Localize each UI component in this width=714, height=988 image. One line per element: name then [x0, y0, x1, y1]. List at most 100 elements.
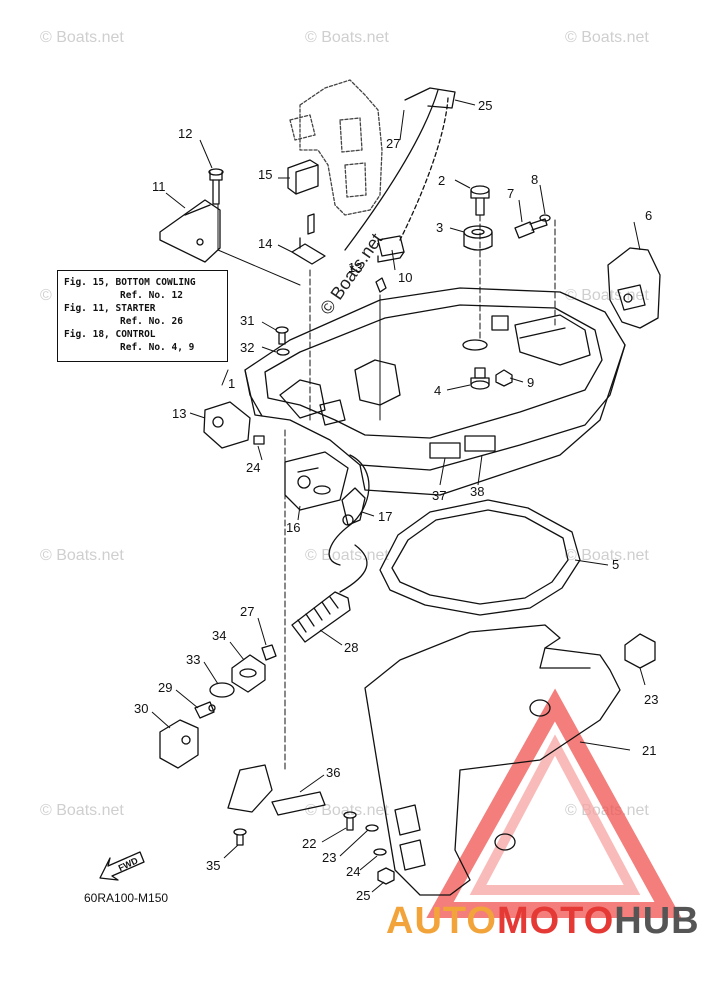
part-35-screw — [275, 326, 289, 345]
ref-line: Fig. 11, STARTER — [64, 303, 156, 314]
callout-label: 27 — [240, 604, 254, 619]
watermark: © Boats.net — [565, 29, 649, 46]
part-27-clip — [261, 644, 277, 661]
part-25-seal — [253, 435, 265, 445]
callout-leaders — [151, 99, 646, 893]
part-20-bolt — [343, 811, 357, 831]
watermark: © Boats.net — [305, 547, 389, 564]
callout-label: 24 — [246, 460, 260, 475]
watermark: © Boats.net — [40, 29, 124, 46]
screw — [307, 213, 315, 235]
callout-label: 6 — [645, 208, 652, 223]
watermark: © Boats.net — [565, 547, 649, 564]
callout-label: 13 — [172, 406, 186, 421]
callout-label: 37 — [432, 488, 446, 503]
ref-line: Ref. No. 4, 9 — [120, 342, 195, 353]
automotohub-logo: AUTOMOTOHUB — [386, 900, 700, 943]
part-13-clip — [375, 277, 387, 293]
fwd-label: FWD — [117, 855, 140, 873]
callout-label: 31 — [240, 313, 254, 328]
ref-line: Ref. No. 26 — [120, 316, 183, 327]
watermark: © Boats.net — [40, 547, 124, 564]
part-2-bolt — [470, 185, 490, 216]
part-36-washer — [276, 348, 290, 356]
callout-label: 15 — [258, 167, 272, 182]
callout-label: 23 — [322, 850, 336, 865]
callout-label: 9 — [527, 375, 534, 390]
callout-label: 10 — [398, 270, 412, 285]
part-12-bolt — [208, 168, 224, 205]
bottom-cowling — [244, 287, 626, 496]
callout-label: 2 — [438, 173, 445, 188]
watermark: © Boats.net — [305, 802, 389, 819]
fwd-arrow-icon — [99, 851, 145, 881]
part-10-clip — [377, 235, 405, 263]
cable — [328, 454, 370, 566]
part-17-clamp — [341, 487, 366, 526]
callout-label: 35 — [206, 858, 220, 873]
callout-label: 4 — [434, 383, 441, 398]
part-24-grommet — [624, 633, 656, 669]
part-28-grommet — [291, 544, 368, 643]
watermark: © Boats.net — [565, 287, 649, 304]
callout-label: 12 — [178, 126, 192, 141]
callout-label: 33 — [186, 652, 200, 667]
part-34-bracket — [227, 764, 326, 816]
watermark: © Boats.net — [305, 29, 389, 46]
part-13-grommet — [203, 401, 251, 449]
part-4-collar — [470, 367, 490, 390]
part-22-washer — [373, 848, 387, 856]
part-21-washer — [365, 824, 379, 832]
part-32-grommet — [159, 719, 199, 769]
callout-label: 14 — [258, 236, 272, 251]
part-11-bracket — [159, 199, 221, 263]
part-8-washer — [539, 214, 551, 222]
part-7-screw — [514, 218, 548, 239]
ref-line: Fig. 15, BOTTOM COWLING — [64, 277, 196, 288]
part-16-plate — [284, 451, 349, 511]
callout-label: 7 — [507, 186, 514, 201]
part-29-fitting — [194, 701, 216, 719]
part-6-bracket — [607, 247, 661, 329]
part-9-nut — [495, 369, 513, 387]
callout-label: 27 — [386, 136, 400, 151]
callout-label: 16 — [286, 520, 300, 535]
leader-lines — [217, 204, 556, 771]
callout-label: 11 — [152, 179, 166, 194]
watermark: © Boats.net — [40, 802, 124, 819]
callout-label: 3 — [436, 220, 443, 235]
callout-label: 32 — [240, 340, 254, 355]
part-30-washer — [209, 682, 235, 698]
callout-label: 24 — [346, 864, 360, 879]
diagram-code: 60RA100-M150 — [84, 891, 169, 905]
part-33-bolt — [233, 828, 247, 846]
callout-label: 38 — [470, 484, 484, 499]
logo-part: AUTO — [386, 900, 497, 942]
callout-label: 25 — [356, 888, 370, 903]
callout-label: 5 — [612, 557, 619, 572]
callout-label: 21 — [642, 743, 656, 758]
part-23-nut — [377, 867, 395, 885]
part-5-seal — [379, 499, 581, 616]
callout-label: 8 — [531, 172, 538, 187]
callout-label: 17 — [378, 509, 392, 524]
reference-box: Fig. 15, BOTTOM COWLING Ref. No. 12 Fig.… — [57, 270, 228, 362]
callout-label: 23 — [644, 692, 658, 707]
callout-label: 22 — [302, 836, 316, 851]
part-19-lower-cowling — [364, 624, 621, 896]
starter-handle-26 — [344, 87, 456, 251]
part-31-nut — [231, 654, 266, 693]
callout-label: 13 — [348, 260, 362, 275]
part-15-damper — [287, 159, 319, 195]
callout-label: 29 — [158, 680, 172, 695]
engine-block-outline — [289, 79, 383, 216]
callout-label: 25 — [478, 98, 492, 113]
ref-line: Fig. 18, CONTROL — [64, 329, 156, 340]
callout-labels: 12 11 15 14 13 10 25 27 2 3 7 8 6 31 32 … — [134, 98, 658, 903]
callout-label: 30 — [134, 701, 148, 716]
logo-part: HUB — [614, 900, 700, 942]
logo-triangle-icon — [426, 688, 682, 918]
part-3-grommet — [463, 225, 493, 251]
callout-label: 1 — [228, 376, 235, 391]
